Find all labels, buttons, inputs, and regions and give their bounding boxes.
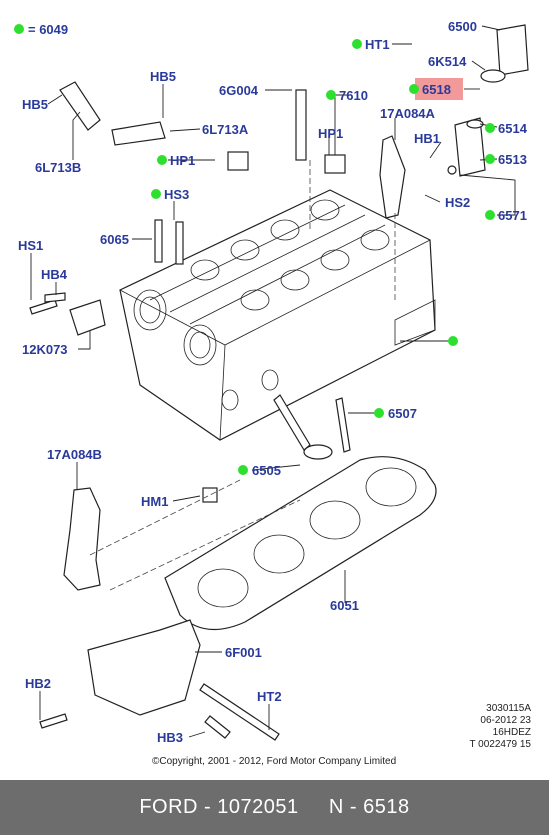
dot-icon xyxy=(409,84,419,94)
label-hb2[interactable]: HB2 xyxy=(25,676,52,691)
label-6g004[interactable]: 6G004 xyxy=(219,83,259,98)
dot-icon xyxy=(485,154,495,164)
label-6514[interactable]: 6514 xyxy=(498,121,527,136)
lifting-bracket-a xyxy=(379,135,406,219)
footer-bar: FORD - 1072051 N - 6518 xyxy=(0,780,549,835)
dot-icon xyxy=(448,336,458,346)
label-6507[interactable]: 6507 xyxy=(388,406,417,421)
part-number-text: FORD - 1072051 N - 6518 xyxy=(139,796,410,818)
label-6500[interactable]: 6500 xyxy=(448,19,477,34)
copyright-text: ©Copyright, 2001 - 2012, Ford Motor Comp… xyxy=(152,756,397,767)
label-hs1[interactable]: HS1 xyxy=(18,238,44,253)
label-hs2[interactable]: HS2 xyxy=(445,195,471,210)
dot-icon xyxy=(352,39,362,49)
dot-icon xyxy=(238,465,248,475)
reference-block: 3030115A 06-2012 23 16HDEZ T 0022479 15 xyxy=(469,703,531,751)
label-6065[interactable]: 6065 xyxy=(100,232,129,247)
label-7610[interactable]: 7610 xyxy=(339,88,368,103)
cylinder-head xyxy=(119,189,436,441)
reference-line: 16HDEZ xyxy=(492,727,531,738)
engine-cylinder-head-diagram xyxy=(29,24,529,741)
label-hs3[interactable]: HS3 xyxy=(164,187,190,202)
dot-icon xyxy=(374,408,384,418)
reference-line: T 0022479 15 xyxy=(469,739,531,750)
dot-icon xyxy=(485,123,495,133)
label-12k073[interactable]: 12K073 xyxy=(22,342,68,357)
label-hb4[interactable]: HB4 xyxy=(41,267,68,282)
label-6051[interactable]: 6051 xyxy=(330,598,359,613)
engine-mount-bracket xyxy=(87,619,201,716)
reference-line: 3030115A xyxy=(486,703,531,714)
label-hp1-upper[interactable]: HP1 xyxy=(318,126,344,141)
label-hp1-lower[interactable]: HP1 xyxy=(170,153,196,168)
label-6l713b[interactable]: 6L713B xyxy=(35,160,82,175)
valve-tappet-assembly xyxy=(447,24,529,177)
dot-icon xyxy=(485,210,495,220)
label-6l713a[interactable]: 6L713A xyxy=(202,122,249,137)
sensors xyxy=(59,81,346,503)
label-6505[interactable]: 6505 xyxy=(252,463,281,478)
label-6f001[interactable]: 6F001 xyxy=(225,645,262,660)
label-hb5-center[interactable]: HB5 xyxy=(150,69,177,84)
label-17a084a[interactable]: 17A084A xyxy=(380,106,435,121)
reference-line: 06-2012 23 xyxy=(480,715,531,726)
label-hb3[interactable]: HB3 xyxy=(157,730,184,745)
valves xyxy=(273,394,351,460)
label-hb1[interactable]: HB1 xyxy=(414,131,441,146)
label-hb5-left[interactable]: HB5 xyxy=(22,97,49,112)
legend-text: = 6049 xyxy=(28,22,69,37)
legend-dot-icon xyxy=(14,24,24,34)
label-17a084b[interactable]: 17A084B xyxy=(47,447,102,462)
label-6k514[interactable]: 6K514 xyxy=(428,54,467,69)
label-hm1[interactable]: HM1 xyxy=(141,494,169,509)
label-ht2[interactable]: HT2 xyxy=(257,689,282,704)
label-6571[interactable]: 6571 xyxy=(498,208,527,223)
lifting-bracket-b xyxy=(63,487,101,591)
dot-icon xyxy=(157,155,167,165)
label-6518[interactable]: 6518 xyxy=(422,82,451,97)
dot-icon xyxy=(151,189,161,199)
highlight-6518 xyxy=(415,78,463,100)
head-gasket xyxy=(164,456,437,631)
dot-icon xyxy=(326,90,336,100)
label-6513[interactable]: 6513 xyxy=(498,152,527,167)
fasteners xyxy=(29,89,307,741)
label-ht1[interactable]: HT1 xyxy=(365,37,390,52)
